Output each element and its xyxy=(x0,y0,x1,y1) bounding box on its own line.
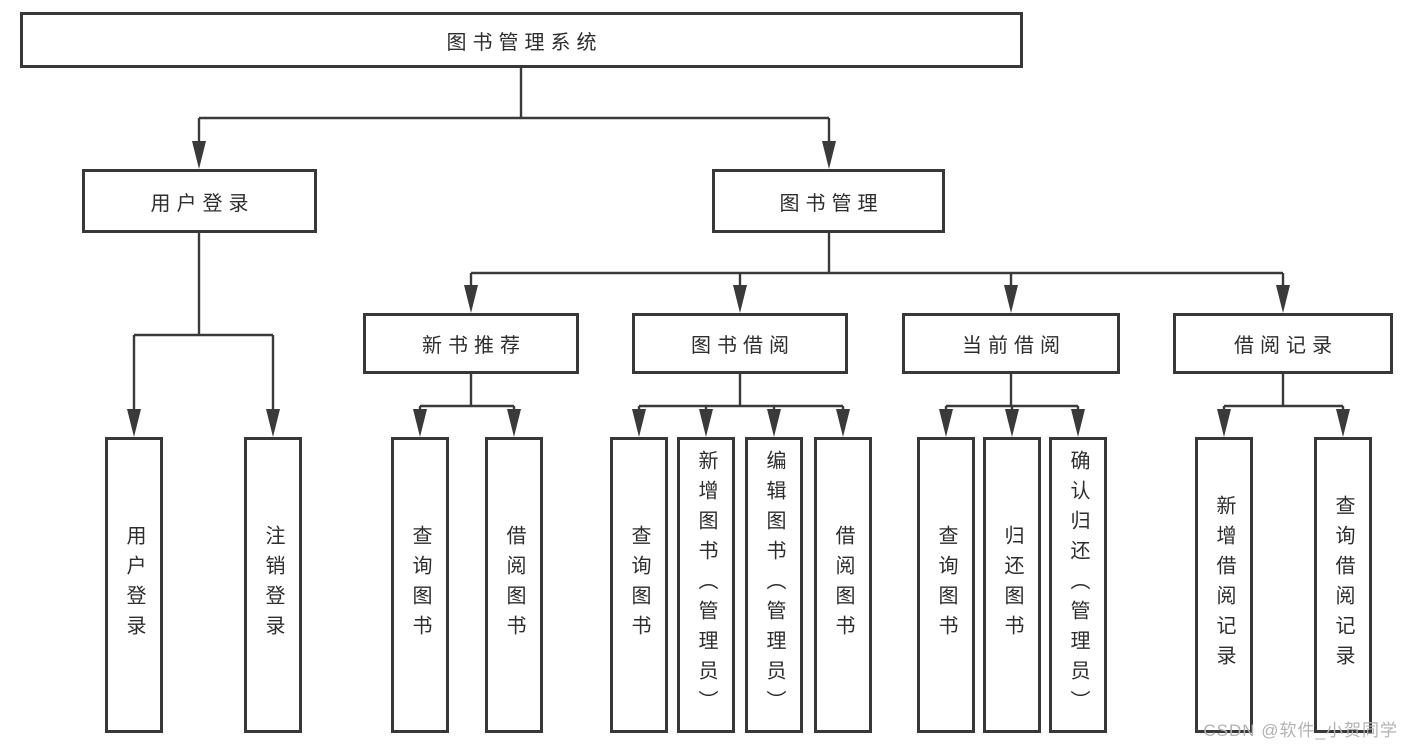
leaf-label: 查询借阅记录 xyxy=(1332,495,1354,675)
leaf-label: 编辑图书（管理员） xyxy=(763,450,785,720)
node-label: 图书借阅 xyxy=(691,335,795,357)
leaf-query-books-current: 查询图书 xyxy=(917,437,975,733)
leaf-label: 借阅图书 xyxy=(832,525,854,645)
connector-book-borrowing-branch xyxy=(632,374,850,437)
node-label: 图书管理系统 xyxy=(446,31,603,54)
node-book-management: 图书管理 xyxy=(712,169,945,233)
node-book-management-system: 图书管理系统 xyxy=(20,12,1023,68)
node-label: 借阅记录 xyxy=(1234,335,1338,357)
leaf-return-books: 归还图书 xyxy=(983,437,1041,733)
leaf-label: 注销登录 xyxy=(262,525,284,645)
leaf-add-borrow-record: 新增借阅记录 xyxy=(1195,437,1253,733)
connector-current-borrowing-branch xyxy=(939,374,1085,437)
leaf-query-books-recommend: 查询图书 xyxy=(391,437,449,733)
leaf-user-login: 用户登录 xyxy=(105,437,163,733)
node-label: 用户登录 xyxy=(150,192,255,215)
leaf-label: 借阅图书 xyxy=(503,525,525,645)
leaf-borrow-books-recommend: 借阅图书 xyxy=(485,437,543,733)
node-label: 当前借阅 xyxy=(962,335,1066,357)
leaf-label: 确认归还（管理员） xyxy=(1067,450,1089,720)
leaf-add-books-admin: 新增图书（管理员） xyxy=(677,437,735,733)
leaf-edit-books-admin: 编辑图书（管理员） xyxy=(745,437,803,733)
node-borrowing-records: 借阅记录 xyxy=(1173,313,1393,374)
connector-borrowing-records-branch xyxy=(1217,374,1350,437)
leaf-label: 查询图书 xyxy=(935,525,957,645)
node-user-login: 用户登录 xyxy=(82,169,317,233)
connector-root-to-level2 xyxy=(192,68,836,169)
leaf-query-books-borrowing: 查询图书 xyxy=(610,437,668,733)
node-current-borrowing: 当前借阅 xyxy=(902,313,1120,374)
node-label: 图书管理 xyxy=(779,192,884,215)
csdn-watermark: CSDN @软件_小贺同学 xyxy=(1203,721,1398,740)
connector-book-management-branch xyxy=(464,233,1290,313)
leaf-label: 用户登录 xyxy=(123,525,145,645)
leaf-label: 查询图书 xyxy=(628,525,650,645)
leaf-logout: 注销登录 xyxy=(244,437,302,733)
leaf-label: 查询图书 xyxy=(409,525,431,645)
leaf-query-borrow-record: 查询借阅记录 xyxy=(1314,437,1372,733)
leaf-borrow-books-borrowing: 借阅图书 xyxy=(814,437,872,733)
node-book-borrowing: 图书借阅 xyxy=(632,313,848,374)
leaf-label: 归还图书 xyxy=(1001,525,1023,645)
node-new-book-recommendation: 新书推荐 xyxy=(363,313,579,374)
node-label: 新书推荐 xyxy=(422,335,526,357)
leaf-confirm-return-admin: 确认归还（管理员） xyxy=(1049,437,1107,733)
connector-new-book-recommendation-branch xyxy=(413,374,521,437)
leaf-label: 新增图书（管理员） xyxy=(695,450,717,720)
connector-user-login-branch xyxy=(127,233,280,437)
leaf-label: 新增借阅记录 xyxy=(1213,495,1235,675)
